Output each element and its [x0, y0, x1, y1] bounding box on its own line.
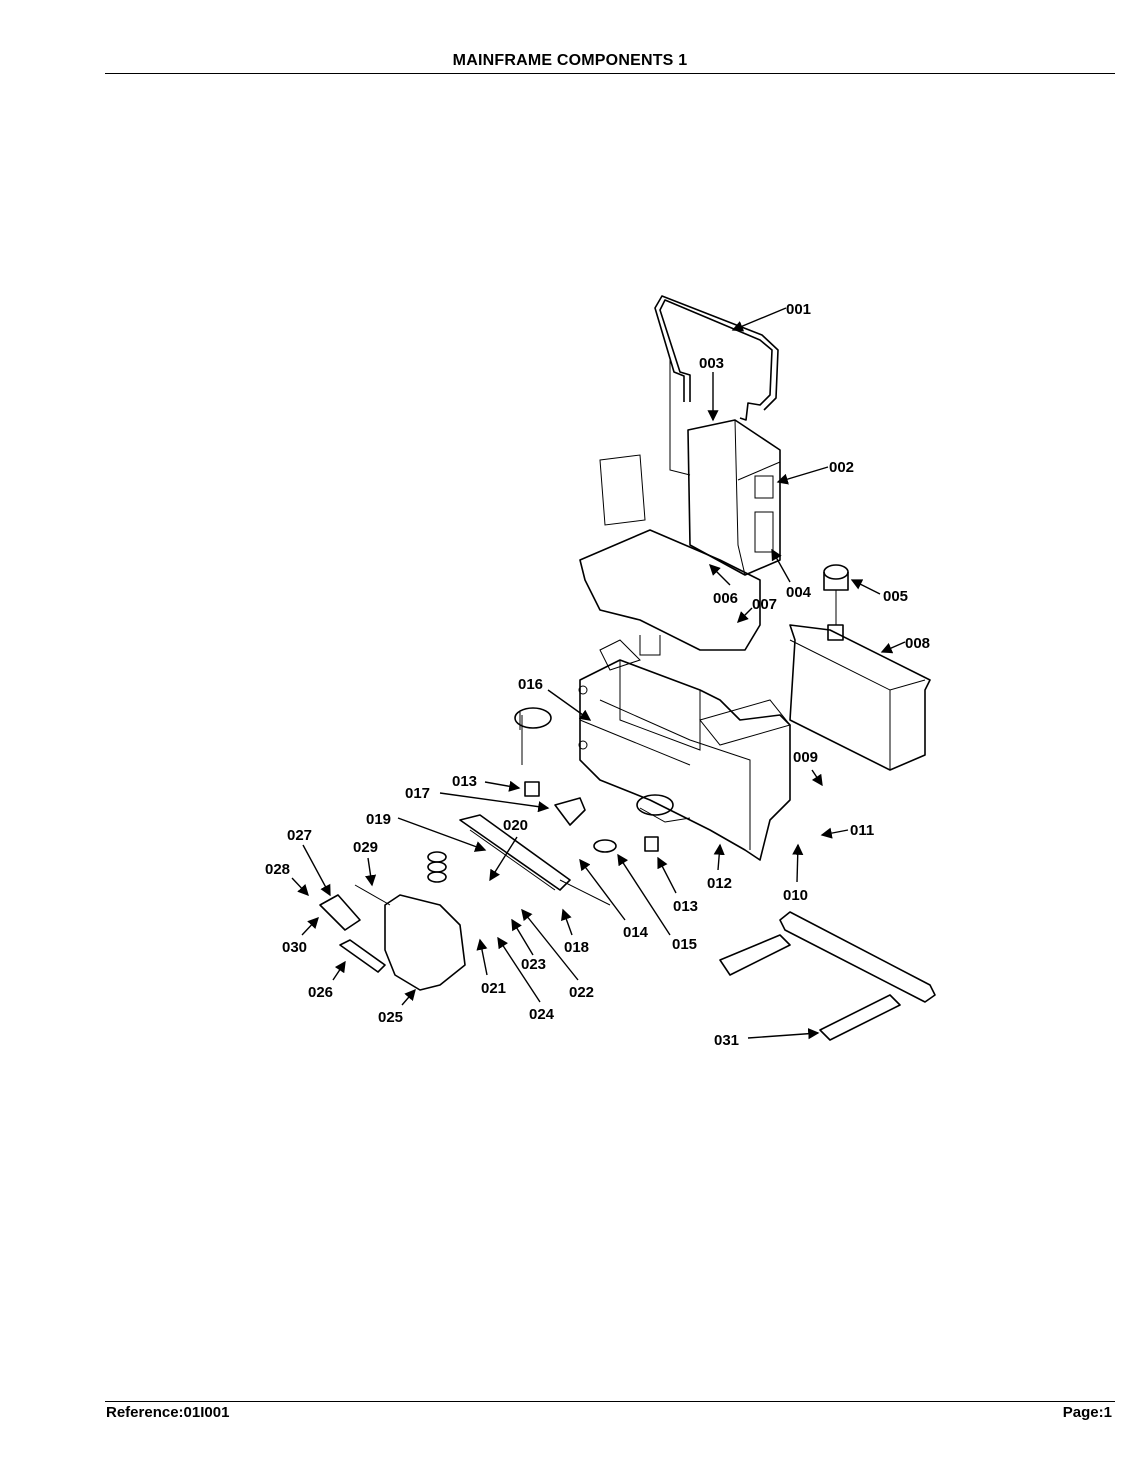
header-rule — [105, 73, 1115, 74]
callout-027: 027 — [287, 827, 312, 844]
footer-rule — [105, 1401, 1115, 1402]
callout-026: 026 — [308, 984, 333, 1001]
page-title: MAINFRAME COMPONENTS 1 — [452, 52, 688, 69]
callout-012: 012 — [707, 875, 732, 892]
page-number: Page:1 — [1062, 1404, 1112, 1421]
callout-019: 019 — [366, 811, 391, 828]
callout-030: 030 — [282, 939, 307, 956]
part-main-frame — [578, 639, 791, 861]
reference-label: Reference:01I001 — [106, 1404, 230, 1421]
callout-004: 004 — [786, 584, 812, 601]
callout-005: 005 — [883, 588, 908, 605]
callout-023: 023 — [521, 956, 546, 973]
callout-024: 024 — [529, 1006, 555, 1023]
part-axle-frame — [719, 911, 936, 1041]
callout-010: 010 — [783, 887, 808, 904]
leader-lines — [291, 307, 906, 1040]
callout-018: 018 — [564, 939, 589, 956]
part-engine-mount — [514, 707, 586, 826]
callout-031: 031 — [714, 1032, 739, 1049]
callout-007: 007 — [752, 596, 777, 613]
part-rail — [459, 814, 611, 906]
callout-013: 013 — [452, 773, 477, 790]
callout-021: 021 — [481, 980, 506, 997]
part-caster-assembly — [319, 851, 466, 991]
callout-022: 022 — [569, 984, 594, 1001]
callout-014: 014 — [623, 924, 649, 941]
callout-013b: 013 — [673, 898, 698, 915]
callout-008: 008 — [905, 635, 930, 652]
callout-028: 028 — [265, 861, 290, 878]
part-control-panel — [669, 360, 781, 576]
callout-029: 029 — [353, 839, 378, 856]
callout-015: 015 — [672, 936, 697, 953]
callout-001: 001 — [786, 301, 811, 318]
callout-003: 003 — [699, 355, 724, 372]
callout-002: 002 — [829, 459, 854, 476]
callout-011: 011 — [850, 822, 874, 839]
callout-025: 025 — [378, 1009, 403, 1026]
callout-016: 016 — [518, 676, 543, 693]
part-cover — [579, 454, 761, 656]
part-handle — [654, 295, 779, 421]
callout-006: 006 — [713, 590, 738, 607]
callout-017: 017 — [405, 785, 430, 802]
part-rear-mount — [593, 794, 691, 853]
callout-labels: 001 003 002 006 004 007 005 008 016 009 … — [265, 301, 930, 1049]
part-fuel-tank — [789, 564, 931, 771]
callout-020: 020 — [503, 817, 528, 834]
callout-009: 009 — [793, 749, 818, 766]
